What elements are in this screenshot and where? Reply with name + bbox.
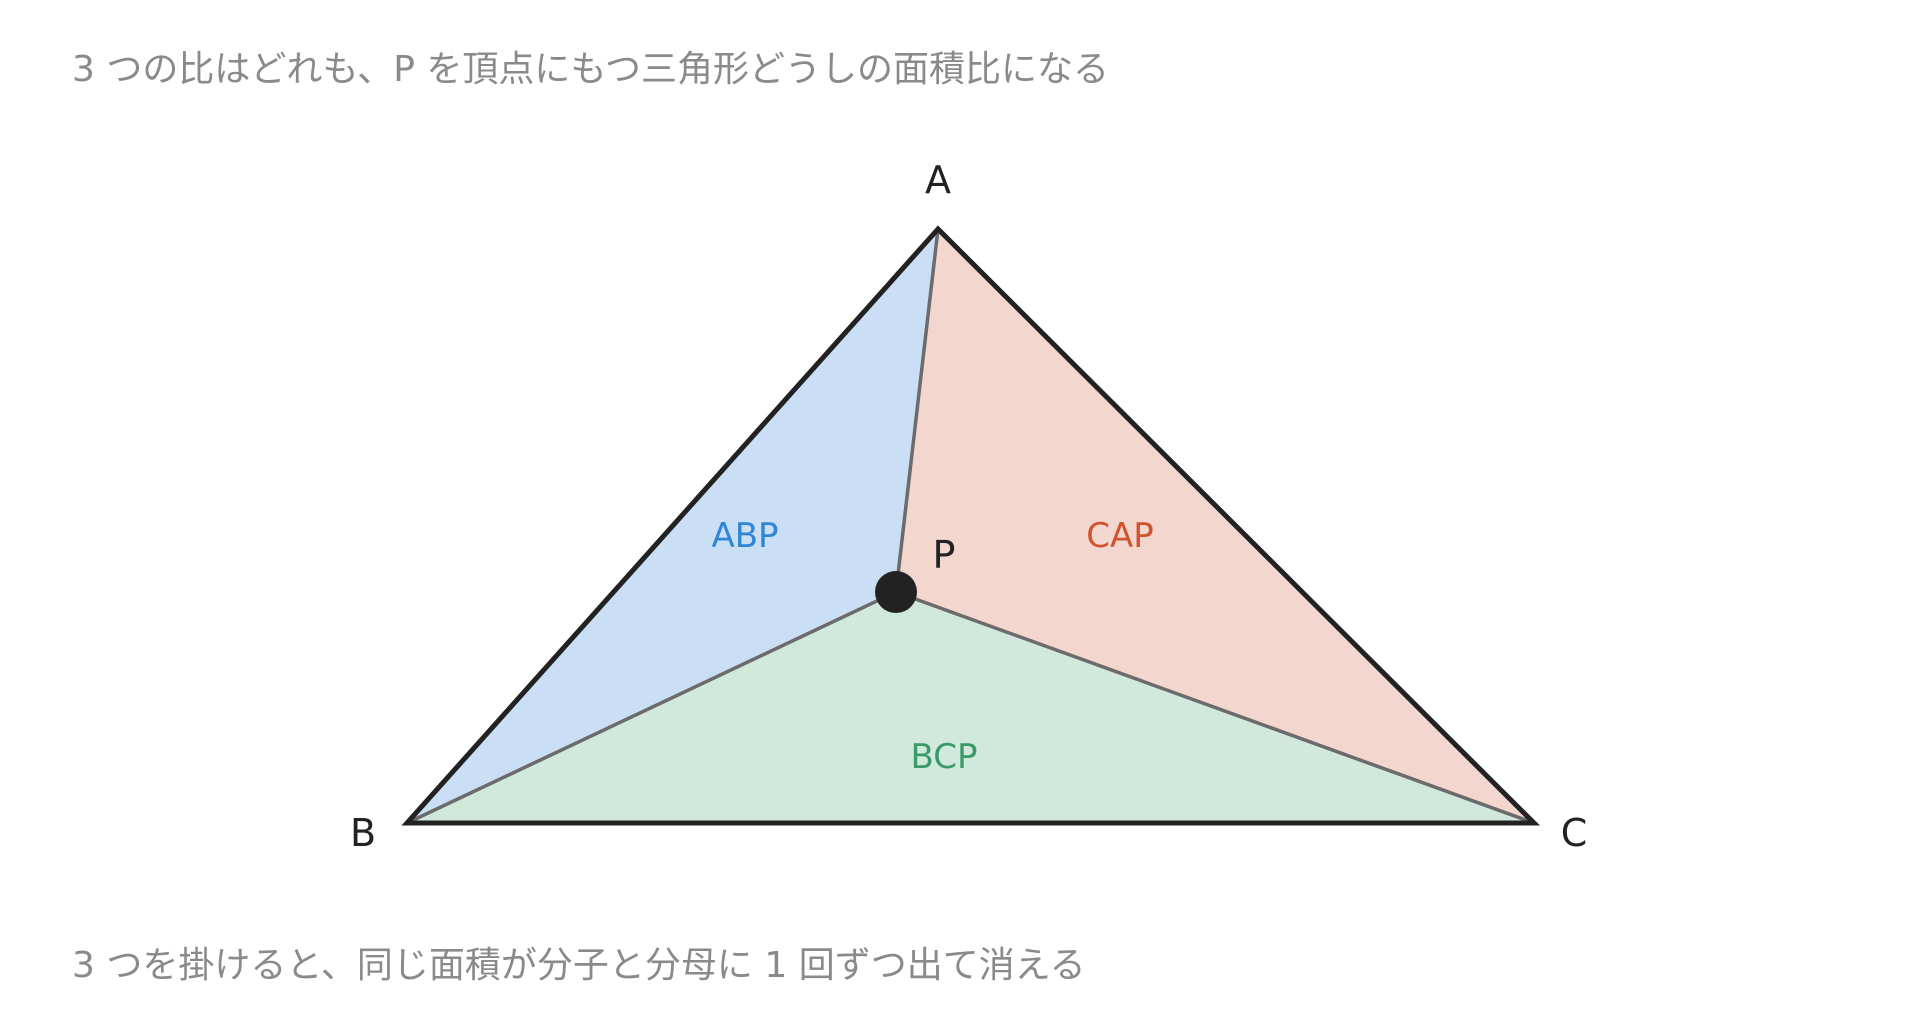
region-label-abp: ABP (711, 516, 778, 556)
vertex-label-a: A (925, 158, 951, 202)
region-label-bcp: BCP (911, 737, 978, 777)
region-cap (896, 229, 1534, 823)
caption-top: 3 つの比はどれも、P を頂点にもつ三角形どうしの面積比になる (72, 49, 1109, 90)
vertex-label-b: B (350, 811, 376, 855)
segment-cp (895, 590, 1535, 825)
triangle-abc-outline (401, 225, 1541, 826)
point-p (875, 571, 917, 613)
caption-bottom: 3 つを掛けると、同じ面積が分子と分母に 1 回ずつ出て消える (72, 945, 1086, 986)
vertex-label-p: P (933, 533, 956, 577)
segment-bp (406, 590, 897, 825)
vertex-label-c: C (1561, 811, 1588, 855)
region-bcp (407, 592, 1534, 823)
segment-ap (894, 228, 940, 593)
region-label-cap: CAP (1086, 516, 1154, 556)
